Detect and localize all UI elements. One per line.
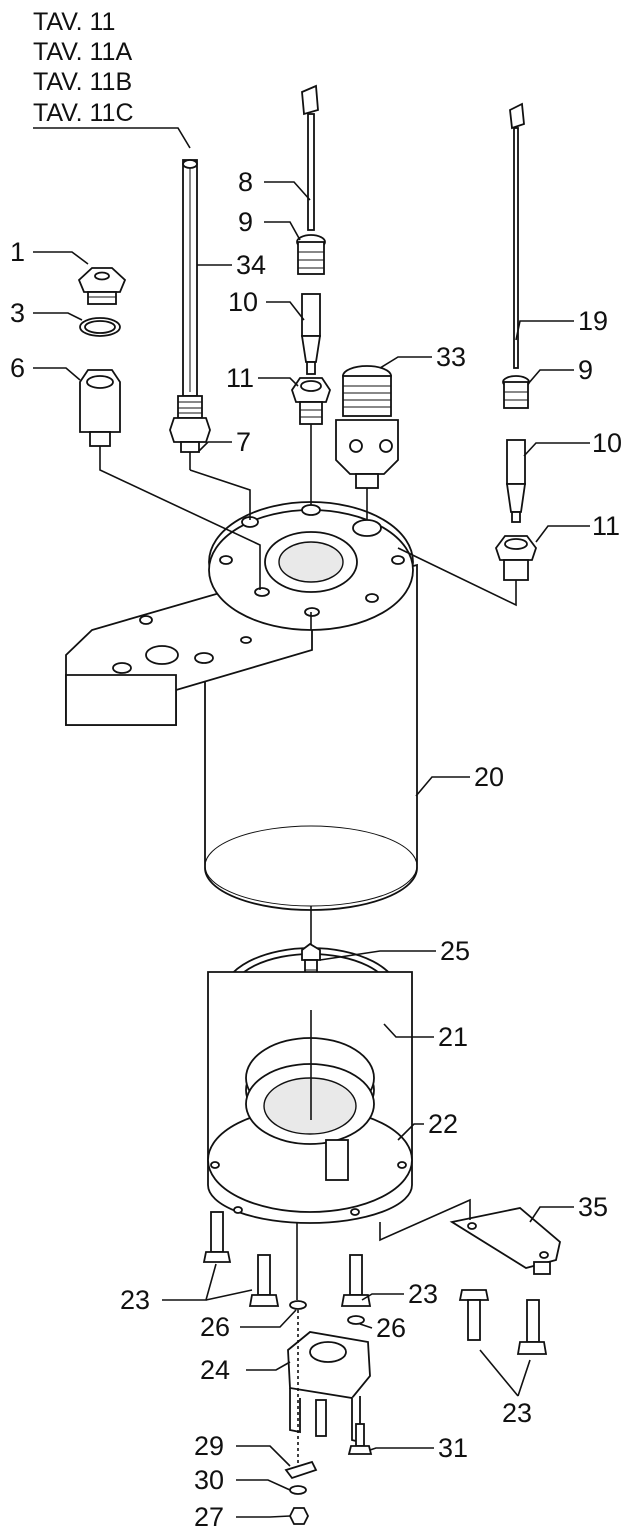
label-part-9-lower: 9 (578, 355, 593, 385)
label-part-27: 27 (194, 1502, 224, 1532)
label-part-6: 6 (10, 353, 25, 383)
label-part-11-lower: 11 (592, 511, 620, 541)
part-22-base (207, 971, 413, 1224)
part-23-screws (202, 1211, 548, 1355)
label-part-25: 25 (440, 936, 470, 966)
leader-lines (33, 181, 590, 1518)
label-part-3: 3 (10, 298, 25, 328)
part-33-valve (335, 365, 399, 489)
label-part-9-upper: 9 (238, 207, 253, 237)
label-part-20: 20 (474, 762, 504, 792)
part-29-clip (284, 1460, 318, 1480)
label-part-23-left: 23 (120, 1285, 150, 1315)
part-20-flange (208, 501, 414, 631)
label-part-35: 35 (578, 1192, 608, 1222)
part-10-probe-upper (300, 293, 322, 375)
part-9-nut-upper (296, 234, 326, 275)
label-part-26-left: 26 (200, 1312, 230, 1342)
part-26-washers (289, 1300, 365, 1325)
label-part-22: 22 (428, 1109, 458, 1139)
label-part-29: 29 (194, 1431, 224, 1461)
label-part-11-upper: 11 (226, 363, 254, 393)
part-3-ring (79, 317, 121, 337)
label-part-8: 8 (238, 167, 253, 197)
part-11-fitting-lower (494, 535, 538, 581)
part-34-tube (182, 159, 198, 397)
label-part-10-lower: 10 (592, 428, 622, 458)
part-27-nut (288, 1507, 310, 1525)
part-11-fitting-upper (291, 377, 331, 425)
label-part-21: 21 (438, 1022, 468, 1052)
part-7-fitting (169, 395, 211, 453)
label-part-26-right: 26 (376, 1313, 406, 1343)
label-part-24: 24 (200, 1355, 230, 1385)
label-part-10-upper: 10 (228, 287, 258, 317)
label-part-33: 33 (436, 342, 466, 372)
part-10-probe-lower (505, 439, 527, 523)
part-19-sensor-rod (509, 102, 525, 369)
tav-ref-0: TAV. 11 (33, 8, 115, 36)
tav-ref-1: TAV. 11A (33, 38, 132, 66)
label-part-34: 34 (236, 250, 266, 280)
tav-leader-line (33, 127, 191, 149)
part-35-bracket (449, 1207, 561, 1275)
part-1-cap (77, 267, 127, 305)
label-part-23-middle: 23 (408, 1279, 438, 1309)
part-6-coupling (79, 369, 121, 447)
label-part-7: 7 (236, 427, 251, 457)
part-31-screw (347, 1423, 373, 1455)
label-part-23-right: 23 (502, 1398, 532, 1428)
part-number-labels: 1 3 6 34 7 8 9 10 11 33 19 9 10 11 20 25… (10, 167, 622, 1532)
part-24-pump (287, 1331, 371, 1444)
tav-ref-3: TAV. 11C (33, 99, 134, 127)
tav-ref-2: TAV. 11B (33, 68, 132, 96)
part-8-sensor-rod (301, 84, 319, 231)
label-part-30: 30 (194, 1465, 224, 1495)
part-9-nut-lower (502, 375, 530, 409)
label-part-1: 1 (10, 237, 25, 267)
part-20-mount-plate (65, 589, 313, 726)
tav-reference-block: TAV. 11 TAV. 11A TAV. 11B TAV. 11C (33, 8, 191, 149)
part-30-washer (289, 1485, 307, 1495)
label-part-19: 19 (578, 306, 608, 336)
label-part-31: 31 (438, 1433, 468, 1463)
